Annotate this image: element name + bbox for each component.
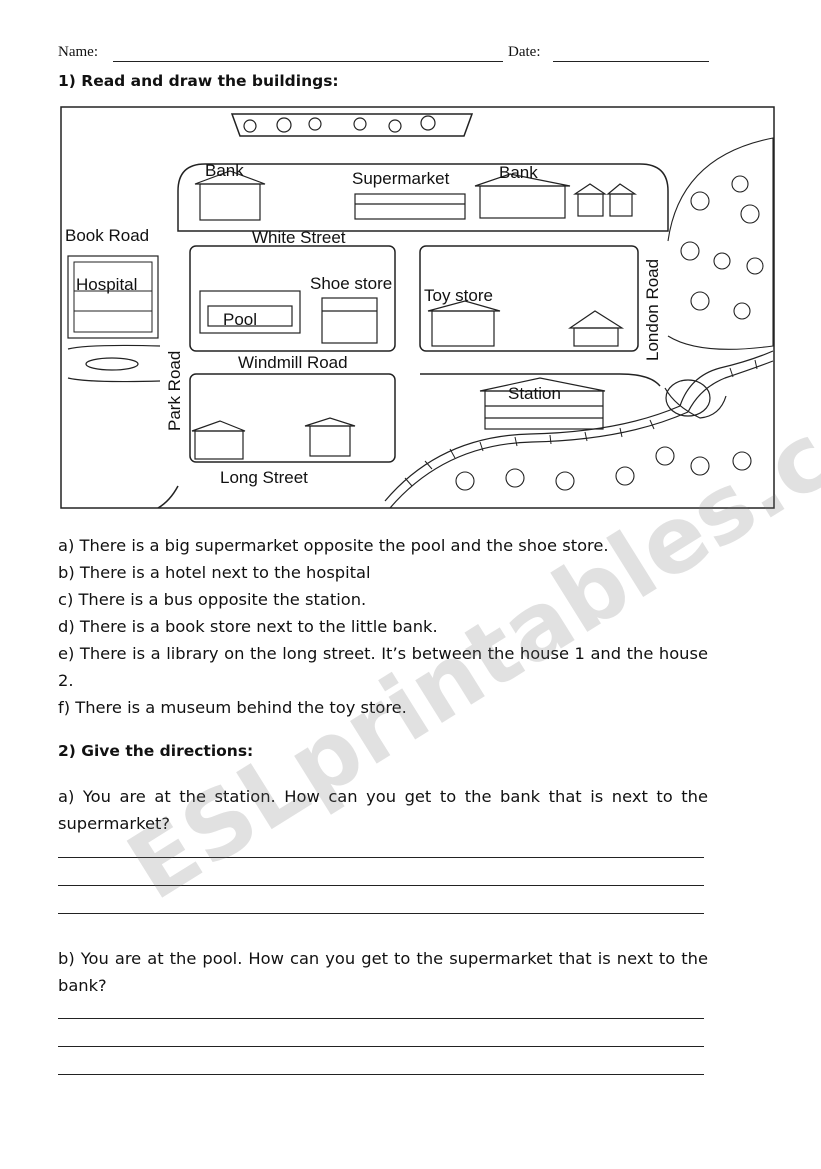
worksheet-header: Name: xyxy=(58,44,98,61)
map-label-bank-right: Bank xyxy=(499,163,538,182)
question-b: b) You are at the pool. How can you get … xyxy=(58,949,708,995)
answer-line-a3[interactable] xyxy=(58,913,704,914)
sentence-b: b) There is a hotel next to the hospital xyxy=(58,563,371,582)
answer-line-b3[interactable] xyxy=(58,1074,704,1075)
sentence-c: c) There is a bus opposite the station. xyxy=(58,590,367,609)
map-label-supermarket: Supermarket xyxy=(352,169,450,188)
date-label: Date: xyxy=(508,44,541,60)
map-label-hospital: Hospital xyxy=(76,275,137,294)
sentence-a: a) There is a big supermarket opposite t… xyxy=(58,536,609,555)
section2-title: 2) Give the directions: xyxy=(58,742,254,760)
answer-line-a2[interactable] xyxy=(58,885,704,886)
answer-line-b2[interactable] xyxy=(58,1046,704,1047)
question-a: a) You are at the station. How can you g… xyxy=(58,787,708,833)
answer-line-a1[interactable] xyxy=(58,857,704,858)
sentence-d: d) There is a book store next to the lit… xyxy=(58,617,438,636)
map-label-park-road: Park Road xyxy=(165,351,184,431)
section1-title: 1) Read and draw the buildings: xyxy=(58,72,339,90)
name-line[interactable] xyxy=(113,61,503,62)
map-label-pool: Pool xyxy=(223,310,257,329)
map-label-shoe-store: Shoe store xyxy=(310,274,392,293)
map-label-white-street: White Street xyxy=(252,228,346,247)
name-label: Name: xyxy=(58,44,98,60)
map-label-station: Station xyxy=(508,384,561,403)
map-label-london-road: London Road xyxy=(643,259,662,361)
sentence-f: f) There is a museum behind the toy stor… xyxy=(58,698,407,717)
town-map: Bank Supermarket Bank Book Road White St… xyxy=(60,106,775,509)
map-label-bank-left: Bank xyxy=(205,161,244,180)
map-label-long-street: Long Street xyxy=(220,468,308,487)
map-label-windmill-road: Windmill Road xyxy=(238,353,348,372)
map-label-book-road: Book Road xyxy=(65,226,149,245)
answer-line-b1[interactable] xyxy=(58,1018,704,1019)
map-label-toy-store: Toy store xyxy=(424,286,493,305)
date-line[interactable] xyxy=(553,61,709,62)
sentence-e: e) There is a library on the long street… xyxy=(58,644,708,690)
